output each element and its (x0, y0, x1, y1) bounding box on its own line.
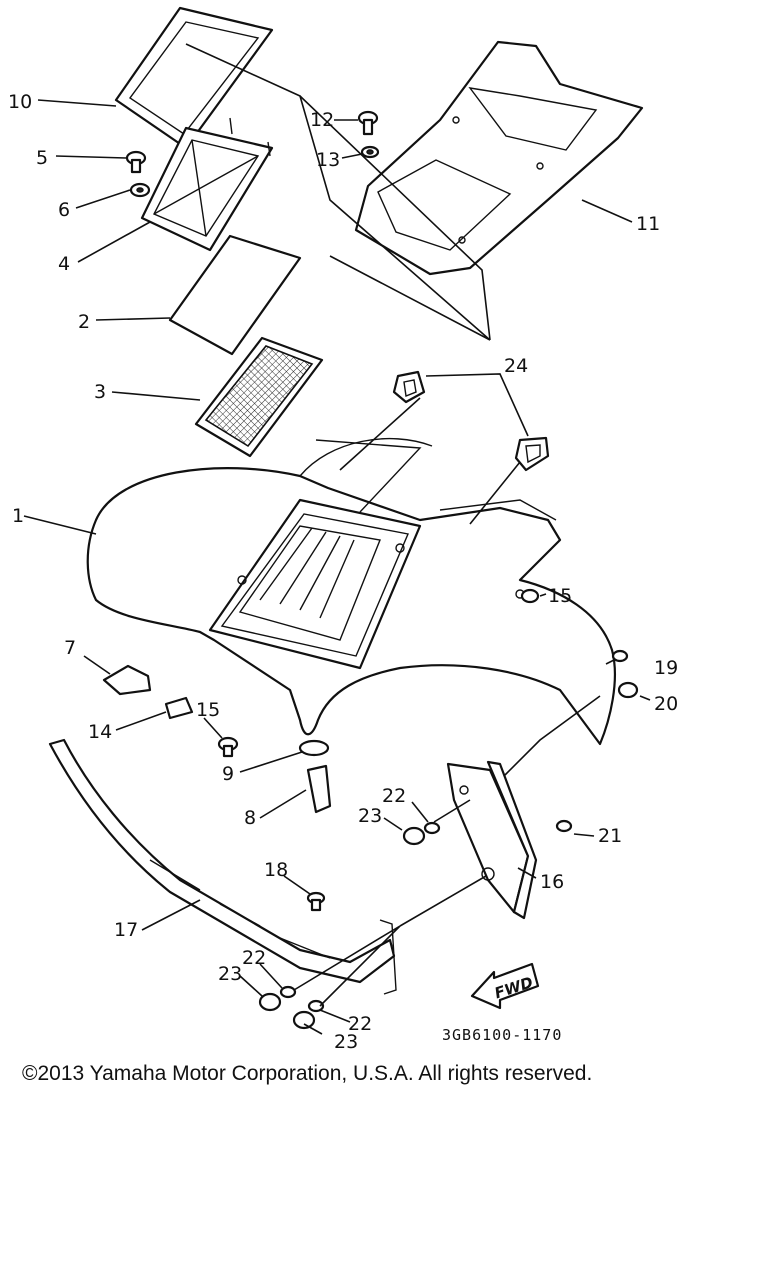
part-12-bolt (357, 110, 379, 136)
part-14-clip (164, 696, 194, 720)
part-15-bolt-a (217, 736, 239, 758)
callout-17: 17 (114, 919, 138, 941)
part-4-lid-frame (140, 117, 274, 252)
callout-22c: 22 (348, 1013, 372, 1035)
callout-15a: 15 (196, 699, 220, 721)
part-23-nut-c (292, 1010, 316, 1030)
callout-10: 10 (8, 91, 32, 113)
callout-18: 18 (264, 859, 288, 881)
callout-6: 6 (58, 199, 70, 221)
copyright-notice: ©2013 Yamaha Motor Corporation, U.S.A. A… (22, 1062, 593, 1085)
callouts: 10 5 6 4 2 3 1 12 13 11 24 15 7 14 15 9 … (8, 91, 678, 1053)
part-9-clamp (298, 739, 330, 757)
part-24-grommet-b (514, 436, 550, 472)
parts-diagram: FWD (8, 6, 678, 1053)
part-11-seat-cover (354, 40, 644, 276)
callout-12: 12 (310, 109, 334, 131)
callout-4: 4 (58, 253, 70, 275)
callout-7: 7 (64, 637, 76, 659)
callout-14: 14 (88, 721, 112, 743)
part-24-grommet (392, 370, 426, 404)
callout-1: 1 (12, 505, 24, 527)
part-2-lid (168, 234, 302, 356)
part-20-bolt (617, 681, 639, 699)
callout-23b: 23 (218, 963, 242, 985)
part-22-washer-b (279, 985, 297, 999)
callout-16: 16 (540, 871, 564, 893)
part-22-washer-a (423, 821, 441, 835)
callout-23a: 23 (358, 805, 382, 827)
callout-13: 13 (316, 149, 340, 171)
part-8-holder (306, 764, 332, 814)
part-3-screen (194, 336, 324, 458)
callout-22a: 22 (382, 785, 406, 807)
part-22-washer-c (307, 999, 325, 1013)
callout-22b: 22 (242, 947, 266, 969)
callout-19: 19 (654, 657, 678, 679)
part-7-wire (102, 664, 152, 696)
leader-lines (23, 43, 651, 1035)
part-21-bolt (555, 819, 573, 833)
callout-11: 11 (636, 213, 660, 235)
part-17-bracket (48, 738, 397, 995)
callout-2: 2 (78, 311, 90, 333)
callout-23c: 23 (334, 1031, 358, 1053)
callout-5: 5 (36, 147, 48, 169)
part-23-nut-b (258, 992, 282, 1012)
diagram-code: 3GB6100-1170 (442, 1026, 562, 1044)
part-13-washer (360, 145, 380, 159)
fwd-arrow-icon: FWD (470, 962, 540, 1010)
part-18-bolt (306, 891, 326, 912)
part-23-nut-a (402, 826, 426, 846)
callout-21: 21 (598, 825, 622, 847)
part-10-gasket (114, 6, 274, 150)
part-6-washer (129, 182, 151, 198)
callout-8: 8 (244, 807, 256, 829)
callout-24: 24 (504, 355, 528, 377)
callout-9: 9 (222, 763, 234, 785)
part-1-rear-fender (86, 437, 616, 746)
callout-15b: 15 (548, 585, 572, 607)
part-15-bolt-b (520, 588, 540, 604)
callout-3: 3 (94, 381, 106, 403)
part-19-bolt (611, 649, 629, 663)
part-16-mud-flap (446, 760, 538, 920)
part-5-bolt (125, 150, 147, 174)
callout-20: 20 (654, 693, 678, 715)
